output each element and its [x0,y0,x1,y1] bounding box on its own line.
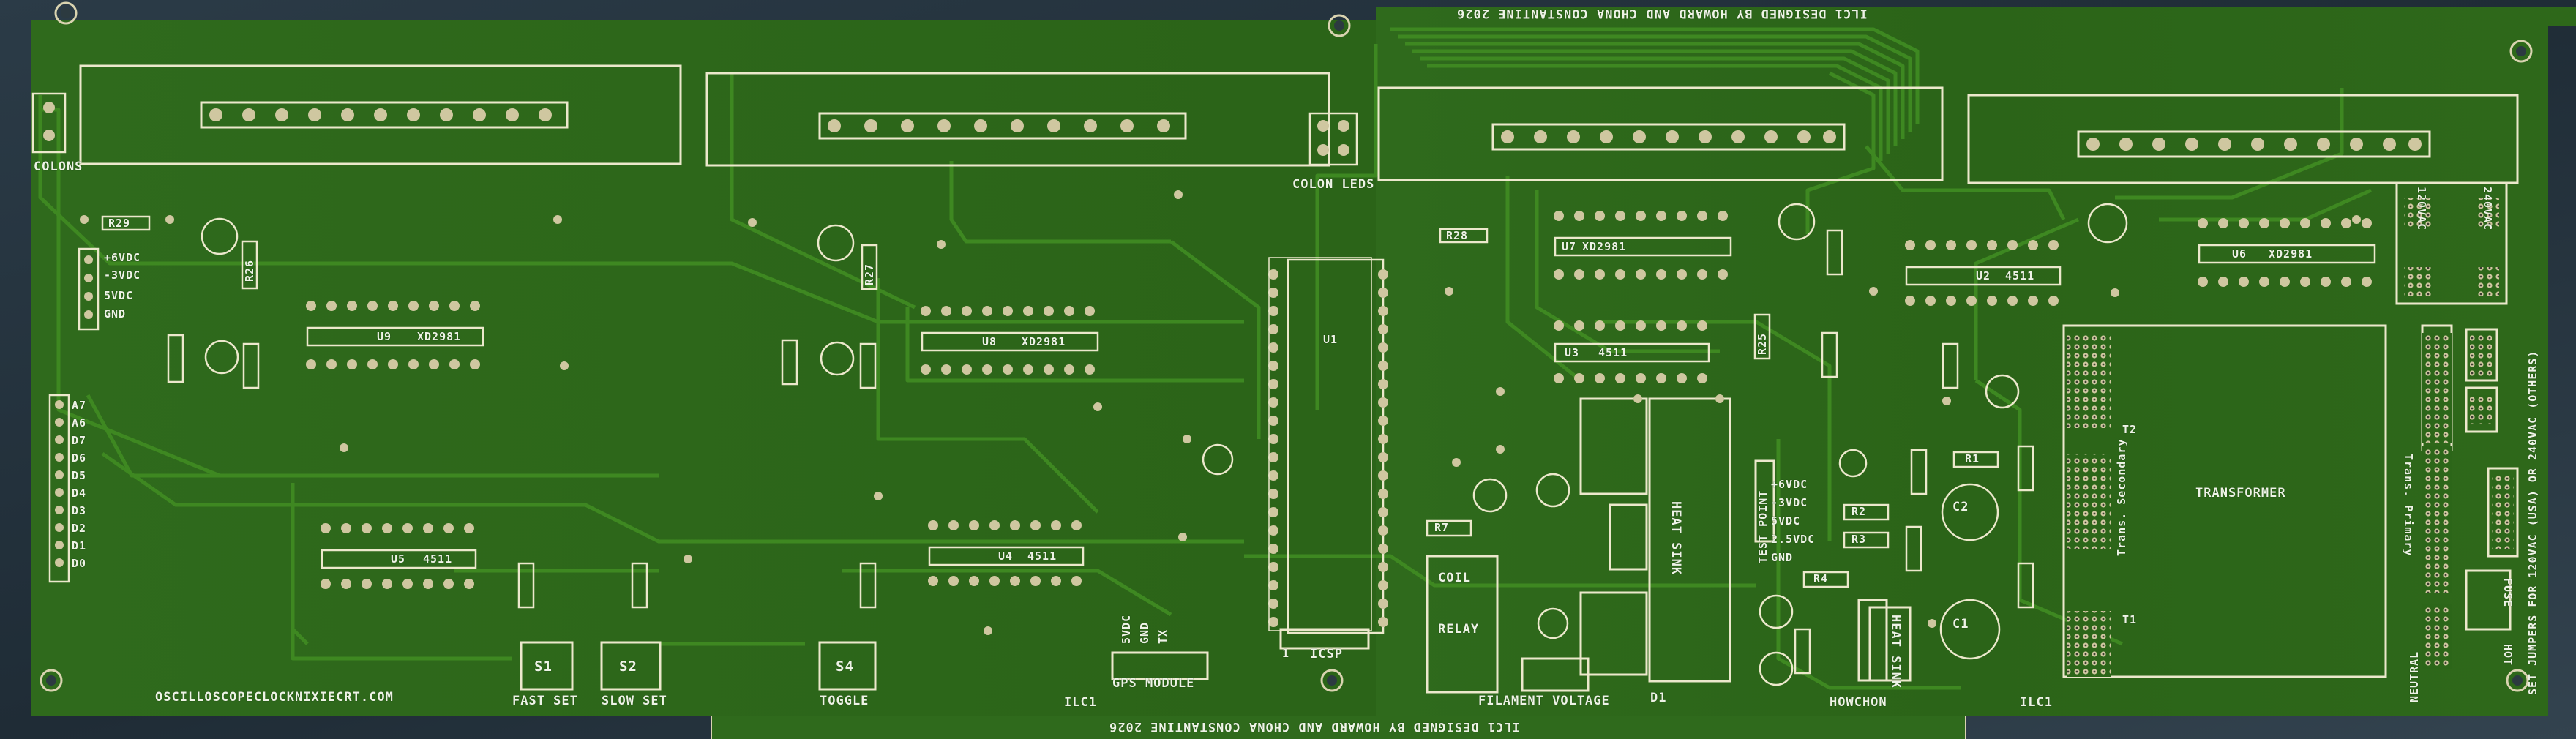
r26-label: R26 [243,259,256,282]
u8-label: U8 [982,335,997,348]
tp-6vdc: +6VDC [1771,478,1808,491]
transformer-label: TRANSFORMER [2195,486,2286,500]
credit-bottom: ILC1 DESIGNED BY HOWARD AND CHONA CONSTA… [1109,719,1520,734]
jumper-note: SET JUMPERS FOR 120VAC (USA) OR 240VAC (… [2526,350,2539,695]
howchon-label: HOWCHON [1830,695,1887,710]
u7-label: U7 [1562,240,1577,253]
u3-label: U3 [1565,346,1580,359]
u2-part: 4511 [2005,269,2035,282]
t2-label: T2 [2122,423,2138,436]
t1-label: T1 [2122,613,2138,626]
website-label: OSCILLOSCOPECLOCKNIXIECRT.COM [155,690,394,705]
addr-d0: D0 [72,557,87,570]
u3-part: 4511 [1598,346,1628,359]
heat-sink-2: HEAT SINK [1888,615,1903,689]
r7-label: R7 [1434,521,1450,534]
secondary-label: Trans. Secondary [2115,438,2128,557]
r27-label: R27 [863,263,876,285]
u4-label: U4 [998,549,1014,563]
coil-label: COIL [1438,571,1471,585]
r4-label: R4 [1813,572,1829,585]
filament-label: FILAMENT VOLTAGE [1478,694,1610,708]
power-left-0: +6VDC [104,251,141,264]
addr-d2: D2 [72,522,87,535]
u2-label: U2 [1976,269,1991,282]
u9-part: XD2981 [417,330,462,343]
v240-label: 240VAC [2481,187,2494,231]
tp-3vdc: -3VDC [1771,496,1808,509]
power-left-2: 5VDC [104,289,134,302]
colon-leds-label: COLON LEDS [1292,177,1375,192]
credit-top: ILC1 DESIGNED BY HOWARD AND CHONA CONSTA… [1456,6,1868,20]
tp-gnd: GND [1771,551,1794,564]
v120-label: 120VAC [2415,187,2428,231]
gps-pin-tx: TX [1156,629,1169,644]
test-point-label: TEST POINT [1756,489,1770,563]
u9-label: U9 [377,330,392,343]
icsp-pin1: 1 [1282,647,1290,660]
addr-d4: D4 [72,487,87,500]
addr-d3: D3 [72,504,87,517]
c2-label: C2 [1952,500,1969,514]
neutral-label: NEUTRAL [2408,650,2421,702]
r29-label: R29 [108,217,131,230]
s2-label: S2 [619,659,637,675]
toggle-label: TOGGLE [820,694,869,708]
addr-a6: A6 [72,416,87,429]
addr-d6: D6 [72,451,87,465]
u6-label: U6 [2232,247,2247,260]
addr-d5: D5 [72,469,87,482]
addr-d7: D7 [72,434,87,447]
addr-d1: D1 [72,539,87,552]
fuse-label: FUSE [2501,578,2515,608]
r28-label: R28 [1446,229,1469,242]
u1-label: U1 [1323,333,1338,346]
addr-a7: A7 [72,399,87,412]
u8-part: XD2981 [1022,335,1066,348]
r2-label: R2 [1852,505,1867,518]
tp-25vdc: 2.5VDC [1771,533,1816,546]
power-left-3: GND [104,307,127,320]
heat-sink-1: HEAT SINK [1669,501,1683,576]
gps-module-label: GPS MODULE [1112,676,1195,691]
slow-set-label: SLOW SET [602,694,667,708]
d1-label: D1 [1650,691,1667,705]
primary-label: Trans. Primary [2402,454,2415,557]
r25-label: R25 [1756,332,1769,355]
tp-5vdc: 5VDC [1771,514,1801,528]
board-name-right: ILC1 [2020,695,2053,710]
board-name: ILC1 [1064,695,1097,710]
relay-label: RELAY [1438,622,1480,637]
u7-part: XD2981 [1582,240,1627,253]
u5-label: U5 [391,552,406,566]
gps-pin-5vdc: 5VDC [1120,614,1133,644]
r1-label: R1 [1965,452,1980,465]
gps-pin-gnd: GND [1138,621,1151,644]
power-left-1: -3VDC [104,269,141,282]
s4-label: S4 [836,659,854,675]
c1-label: C1 [1952,617,1969,631]
s1-label: S1 [534,659,553,675]
icsp-label: ICSP [1310,647,1343,661]
u6-part: XD2981 [2269,247,2313,260]
fast-set-label: FAST SET [512,694,578,708]
r3-label: R3 [1852,533,1867,546]
u5-part: 4511 [423,552,453,566]
colons-label: COLONS [34,160,83,174]
hot-label: HOT [2501,644,2515,667]
u4-part: 4511 [1027,549,1057,563]
